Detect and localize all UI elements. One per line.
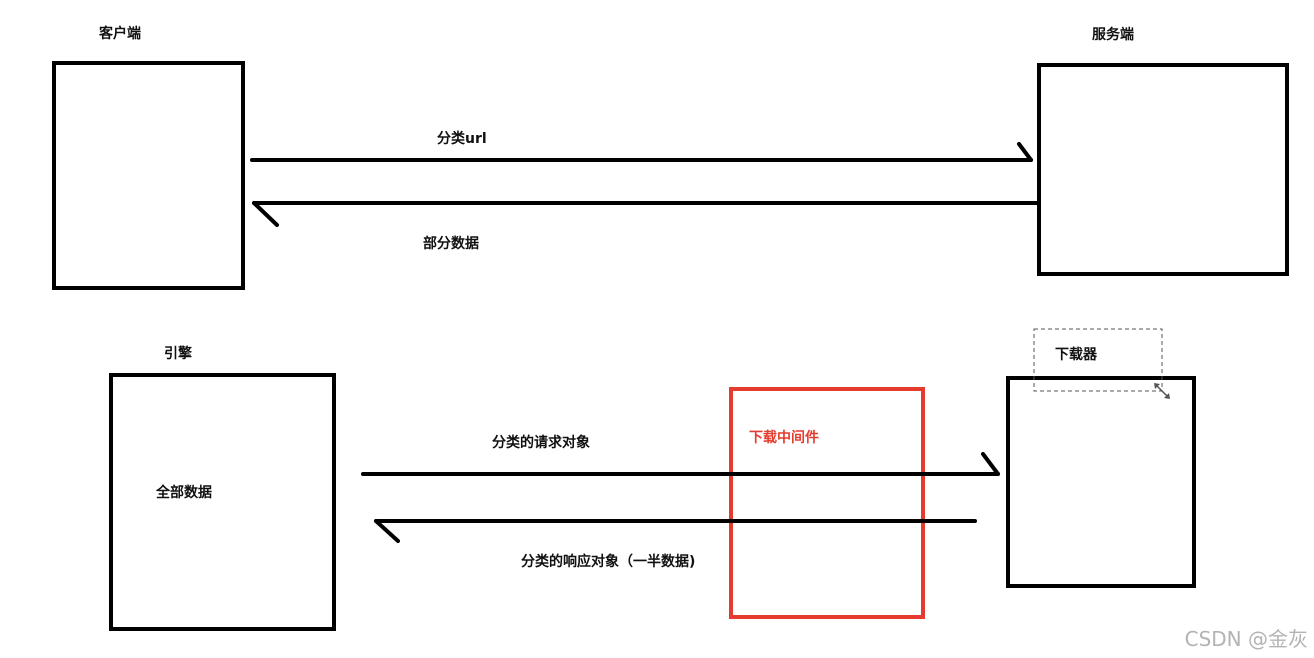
downloader-label-selection (1033, 328, 1163, 392)
server-label: 服务端 (1092, 27, 1134, 43)
downloader-box (1006, 376, 1196, 588)
top-response-arrow (252, 201, 1039, 227)
bottom-response-arrow (374, 519, 977, 543)
downloader-label: 下载器 (1055, 347, 1097, 363)
top-request-arrow (250, 142, 1033, 162)
client-box (52, 61, 245, 290)
bottom-request-arrow (361, 452, 1000, 476)
resize-handle-icon (1154, 383, 1170, 399)
engine-content-label: 全部数据 (156, 485, 212, 501)
middleware-box (729, 387, 925, 619)
middleware-label: 下载中间件 (749, 430, 819, 446)
engine-label: 引擎 (164, 346, 192, 362)
bottom-request-label: 分类的请求对象 (492, 435, 590, 451)
top-request-label: 分类url (437, 131, 487, 147)
bottom-response-label: 分类的响应对象（一半数据) (521, 554, 696, 570)
server-box (1037, 63, 1289, 276)
client-label: 客户端 (99, 26, 141, 42)
watermark-text: CSDN @金灰 (1184, 627, 1308, 651)
top-response-label: 部分数据 (423, 236, 479, 252)
engine-box (109, 373, 336, 631)
